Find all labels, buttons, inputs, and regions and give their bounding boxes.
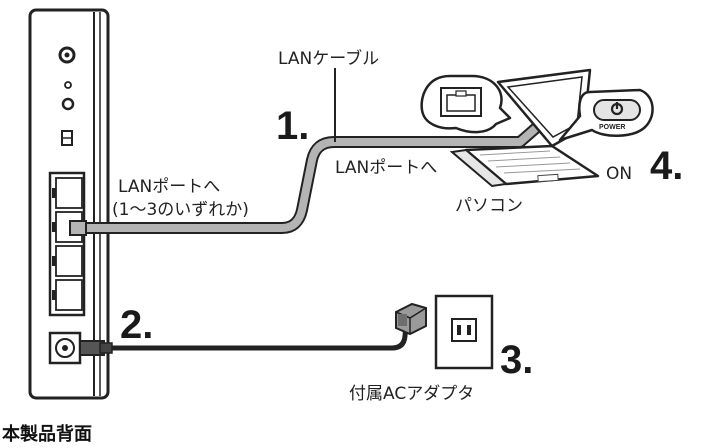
router-back-panel [28, 8, 110, 400]
wall-outlet [434, 294, 494, 370]
step-1-number: 1. [276, 104, 310, 148]
ac-adapter [395, 302, 427, 336]
lan-cable [69, 122, 542, 236]
router-lan-port-note: (1～3のいずれか) [112, 200, 249, 220]
power-button-label: POWER [599, 124, 626, 131]
power-jack [48, 331, 82, 365]
lan-cable-label: LANケーブル [278, 49, 380, 69]
ac-adapter-label: 付属ACアダプタ [349, 384, 475, 404]
step-4-number: 4. [650, 144, 684, 188]
router-lan-port-label: LANポートへ [118, 177, 221, 197]
pc-lan-port-label: LANポートへ [335, 158, 438, 178]
power-callout [558, 88, 654, 142]
step-2-number: 2. [120, 303, 154, 347]
power-state-label: ON [606, 164, 633, 184]
power-cable [79, 321, 409, 356]
lan-ports [48, 171, 86, 317]
step-3-number: 3. [500, 338, 534, 382]
diagram-caption: 本製品背面 [2, 424, 92, 445]
lan-port-callout [420, 74, 512, 134]
pc-label: パソコン [455, 196, 523, 216]
